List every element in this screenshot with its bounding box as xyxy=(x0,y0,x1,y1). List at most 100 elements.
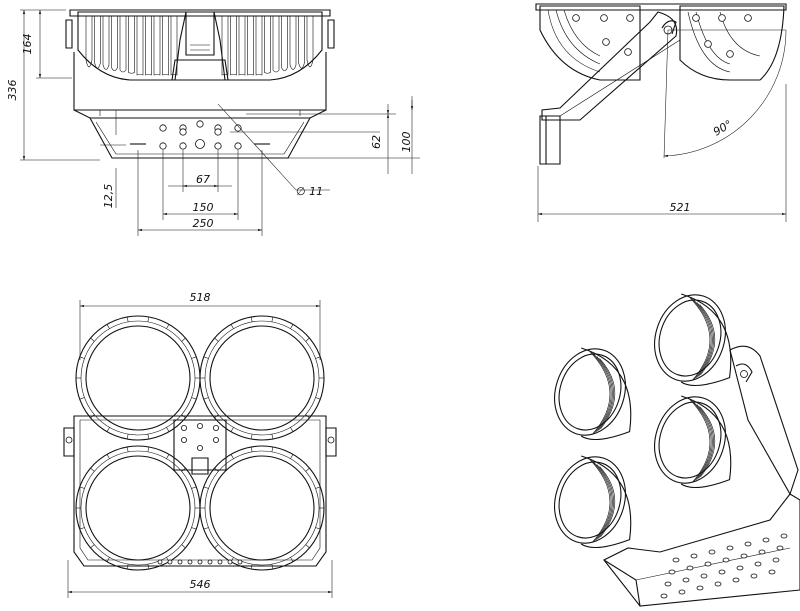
iso-housing xyxy=(580,347,632,441)
ring-notch xyxy=(106,557,110,562)
cooling-fin xyxy=(281,16,288,72)
frame-hole xyxy=(237,559,243,565)
cooling-fin xyxy=(102,16,110,70)
dim-336-label: 336 xyxy=(6,80,19,101)
mount-hole xyxy=(179,128,187,136)
ring-notch xyxy=(290,454,294,459)
angle-90-label: 90° xyxy=(711,118,734,139)
ring-notch xyxy=(203,397,209,400)
iso-plate-hole xyxy=(700,573,708,579)
dim-518-label: 518 xyxy=(190,291,211,304)
plate-hole xyxy=(196,444,203,451)
center-hole xyxy=(195,139,205,149)
ring-notch xyxy=(79,397,85,400)
cooling-fin xyxy=(247,16,254,76)
iso-fin xyxy=(588,349,611,435)
frame-hole xyxy=(197,559,203,565)
ring-notch xyxy=(271,446,274,452)
cooling-fin xyxy=(255,16,263,76)
ring-notch xyxy=(203,527,209,530)
iso-ring-outer xyxy=(654,396,726,484)
ring-notch xyxy=(290,557,294,562)
iso-plate-hole xyxy=(668,569,676,575)
front-view: ∅ 11 336 164 12,5 62 100 67 150 250 xyxy=(6,9,420,236)
housing-hole xyxy=(572,14,580,22)
isometric-view xyxy=(554,293,800,607)
lamp-ring-outer xyxy=(75,445,201,571)
front-lamp-left xyxy=(77,11,187,81)
mount-hole xyxy=(214,128,222,136)
dim-12-5-label: 12,5 xyxy=(102,184,115,209)
ring-notch xyxy=(230,427,234,432)
cooling-fin xyxy=(111,16,118,72)
cooling-fin xyxy=(272,16,280,73)
dim-100-label: 100 xyxy=(400,132,413,153)
ring-notch xyxy=(106,324,110,329)
ring-notch xyxy=(90,337,95,342)
iso-plate-hole xyxy=(718,569,726,575)
ring-notch xyxy=(90,544,95,549)
ring-notch xyxy=(315,486,321,489)
iso-plate-hole xyxy=(686,565,694,571)
cooling-fin xyxy=(119,16,127,73)
iso-housing xyxy=(680,293,732,387)
dim-164-label: 164 xyxy=(21,34,34,55)
mount-hole xyxy=(159,124,167,132)
iso-plate-hole xyxy=(762,537,770,543)
frame-hole xyxy=(167,559,173,565)
side-lug-right-hole xyxy=(327,436,335,444)
plate-hole xyxy=(180,424,187,431)
cooling-fin xyxy=(238,16,246,76)
cooling-fin xyxy=(170,16,178,76)
iso-lens xyxy=(558,461,622,539)
ring-notch xyxy=(79,527,85,530)
lamp-lens xyxy=(209,325,315,431)
housing-hole xyxy=(624,48,632,56)
iso-plate-hole xyxy=(672,557,680,563)
iso-plate-hole xyxy=(690,553,698,559)
iso-plate-hole xyxy=(732,577,740,583)
mount-hole xyxy=(179,142,187,150)
cooling-fin xyxy=(230,16,237,76)
iso-plate-hole xyxy=(758,549,766,555)
iso-fin xyxy=(693,402,713,480)
iso-plate-hole xyxy=(660,593,668,599)
iso-fin xyxy=(588,457,611,543)
dim-250-label: 250 xyxy=(193,217,214,230)
iso-fin xyxy=(590,459,612,542)
ring-notch xyxy=(126,564,129,570)
ring-notch xyxy=(191,527,197,530)
ring-notch xyxy=(230,454,234,459)
iso-fin xyxy=(593,354,613,432)
ring-notch xyxy=(126,316,129,322)
ring-notch xyxy=(191,356,197,359)
iso-fin xyxy=(688,397,711,483)
housing-hole xyxy=(602,38,610,46)
iso-fin xyxy=(590,351,612,434)
lamp-lens xyxy=(209,455,315,561)
ring-notch xyxy=(181,544,186,549)
ring-notch xyxy=(147,564,150,570)
iso-plate-hole xyxy=(772,557,780,563)
mount-hole xyxy=(159,142,167,150)
iso-plate-hole xyxy=(740,553,748,559)
frame-hole xyxy=(177,559,183,565)
ring-notch xyxy=(271,434,274,440)
iso-plate-hole xyxy=(696,585,704,591)
cooling-fin xyxy=(306,16,314,68)
housing-hole xyxy=(626,14,634,22)
dim-67-label: 67 xyxy=(196,173,210,186)
iso-pivot-hole xyxy=(740,370,748,378)
ring-notch xyxy=(305,414,310,419)
ring-notch xyxy=(250,446,253,452)
side-lug-left-hole xyxy=(65,436,73,444)
iso-plate-hole xyxy=(754,561,762,567)
iso-lens xyxy=(658,401,722,479)
ring-notch xyxy=(230,324,234,329)
iso-plate-hole xyxy=(736,565,744,571)
iso-ring-outer xyxy=(654,294,726,382)
cooling-fin xyxy=(153,16,161,76)
plate-hole xyxy=(212,436,219,443)
iso-plate-hole xyxy=(780,533,788,539)
